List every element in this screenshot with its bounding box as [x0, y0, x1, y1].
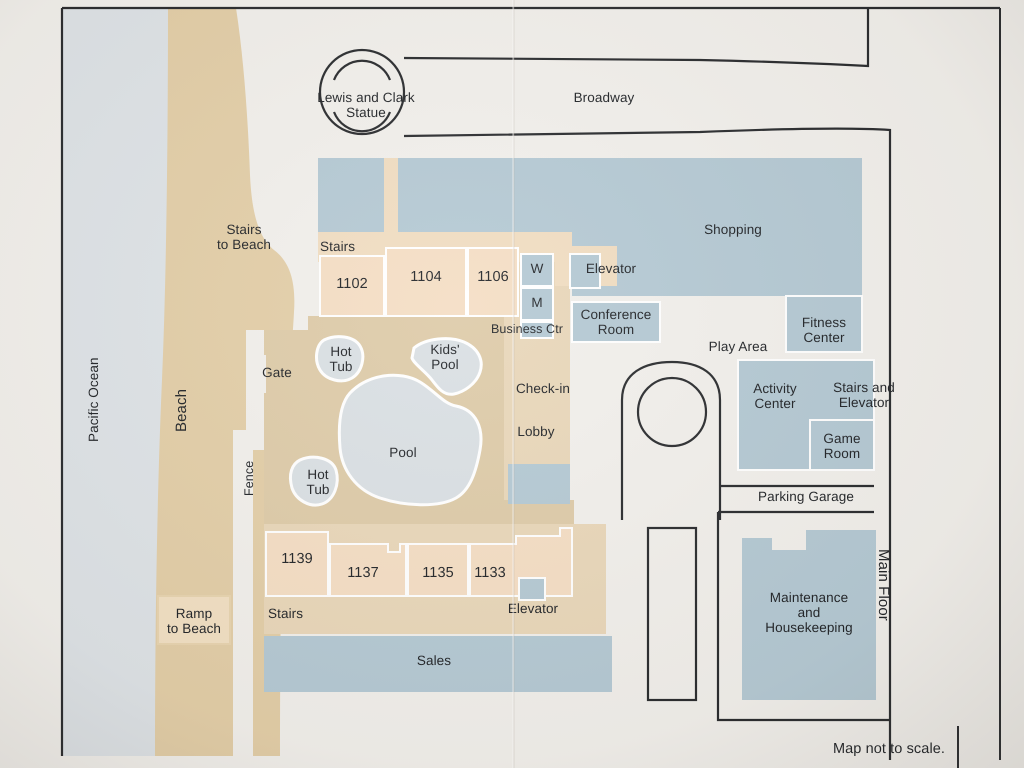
conference-room-shape	[571, 301, 661, 343]
fitness-center-shape	[785, 295, 863, 353]
parking-stall	[646, 526, 698, 702]
restroom-men-shape	[520, 287, 554, 321]
sales-shape	[264, 636, 612, 692]
room-1104-shape	[385, 247, 467, 317]
room-1137-shape	[329, 543, 407, 597]
statue-roundabout-outer	[318, 48, 406, 136]
kids-pool-shape	[410, 337, 483, 396]
room-1106-shape	[467, 247, 519, 317]
beach-area	[155, 8, 295, 756]
room-1102-shape	[319, 255, 385, 317]
upper-blue-block-right	[572, 158, 862, 296]
parking-garage-box	[716, 512, 890, 722]
hot-tub-lower-shape	[288, 455, 339, 507]
gate-shape	[250, 355, 266, 393]
elevator-lower-shape	[518, 577, 546, 601]
room-1139-shape	[265, 531, 329, 597]
game-room-shape	[809, 419, 875, 471]
elevator-upper-shape	[569, 253, 601, 289]
ramp-to-beach-shape	[157, 595, 231, 645]
driveway-roundabout	[636, 376, 708, 448]
upper-corridor-vertical	[384, 158, 398, 254]
fence-shape	[233, 430, 253, 756]
upper-blue-block-left	[318, 158, 384, 246]
road-lines	[60, 6, 1000, 760]
broadway-south-line	[403, 127, 892, 760]
pool-east-blue-block	[508, 464, 570, 504]
room-1135-shape	[407, 543, 469, 597]
hot-tub-upper-shape	[315, 335, 365, 383]
restroom-women-shape	[520, 253, 554, 287]
main-pool-shape	[337, 373, 483, 507]
statue-roundabout-inner-lower	[332, 111, 392, 133]
maintenance-shape	[742, 530, 876, 700]
driveway-loop	[620, 360, 722, 520]
room-1133-shape	[469, 527, 573, 597]
business-center-shape	[520, 321, 554, 339]
broadway-north-line	[403, 8, 870, 68]
statue-roundabout-inner	[332, 59, 392, 81]
